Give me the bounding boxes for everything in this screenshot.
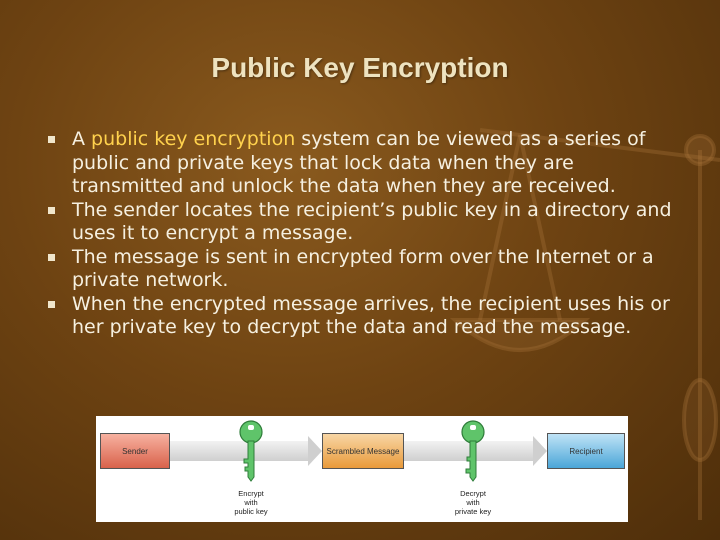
bullet-item: The message is sent in encrypted form ov… xyxy=(48,246,688,293)
public-key-icon xyxy=(239,420,263,482)
scrambled-message-box: Scrambled Message xyxy=(322,433,404,469)
highlighted-term: public key encryption xyxy=(91,128,296,150)
flow-arrow xyxy=(170,441,310,461)
bullet-list: A public key encryption system can be vi… xyxy=(48,128,688,340)
square-bullet-icon xyxy=(48,300,55,308)
slide-title: Public Key Encryption xyxy=(211,52,509,83)
bullet-item: When the encrypted message arrives, the … xyxy=(48,293,688,340)
private-key-icon xyxy=(461,420,485,482)
square-bullet-icon xyxy=(48,253,55,261)
sender-box: Sender xyxy=(100,433,170,469)
flow-arrow-head xyxy=(533,436,547,466)
square-bullet-icon xyxy=(48,206,55,214)
square-bullet-icon xyxy=(48,136,55,143)
bullet-item: The sender locates the recipient’s publi… xyxy=(48,199,688,246)
bullet-item: A public key encryption system can be vi… xyxy=(48,128,688,199)
flow-arrow xyxy=(404,441,534,461)
encryption-flow-diagram: Sender Scrambled Message Recipient Encry… xyxy=(96,416,628,522)
flow-arrow-head xyxy=(308,436,322,466)
recipient-box: Recipient xyxy=(547,433,625,469)
decrypt-label: Decrypt with private key xyxy=(454,489,492,516)
encrypt-label: Encrypt with public key xyxy=(234,489,268,516)
